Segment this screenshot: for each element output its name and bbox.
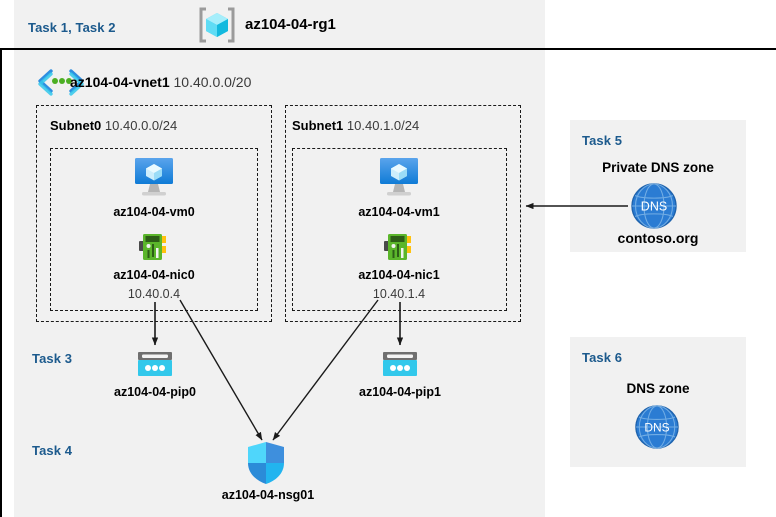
public-ip-label-1: az104-04-pip1 [359,385,441,399]
dns-icon-text: DNS [641,200,667,214]
dns-icon-text: DNS [644,420,669,434]
task-label-rg: Task 1, Task 2 [28,20,116,35]
private-dns-zone-name: contoso.org [617,230,699,246]
public-ip-label-0: az104-04-pip0 [114,385,196,399]
dns-zone-icon: DNS [634,404,680,450]
nic-label-1: az104-04-nic1 [358,268,440,282]
private-dns-zone-heading: Private DNS zone [602,160,714,175]
subnet-prefix-1: 10.40.1.0/24 [346,118,420,133]
network-interface-icon [384,232,414,264]
task-label-nsg: Task 4 [32,443,73,458]
dns-zone-heading: DNS zone [626,381,690,396]
task-label-dns: Task 6 [582,350,623,365]
vm-label-0: az104-04-vm0 [113,205,195,219]
nic-ip-1: 10.40.1.4 [372,287,426,301]
virtual-network-icon [36,68,86,96]
subnet-inner-box-0 [50,148,258,311]
network-security-group-icon [246,441,286,485]
nic-label-0: az104-04-nic0 [113,268,195,282]
subnet-prefix-0: 10.40.0.0/24 [104,118,178,133]
resource-group-name: az104-04-rg1 [245,16,336,33]
subnet-box-1 [285,105,521,322]
subnet-title-0: Subnet0 10.40.0.0/24 [50,118,177,133]
public-ip-address-icon [136,350,174,380]
network-interface-icon [139,232,169,264]
public-ip-panel [22,337,538,415]
vnet-address-space: 10.40.0.0/20 [173,74,252,90]
subnet-name-0: Subnet0 [50,118,102,133]
vnet-name: az104-04-vnet1 [70,74,170,90]
virtual-machine-icon [132,156,176,198]
subnet-box-0 [36,105,272,322]
virtual-machine-icon [377,156,421,198]
task-label-private-dns: Task 5 [582,133,623,148]
dns-zone-icon: DNS [630,182,678,230]
task-label-public-ip: Task 3 [32,351,73,366]
resource-group-icon [197,7,237,43]
vnet-title: az104-04-vnet1 10.40.0.0/20 [70,74,251,90]
public-ip-address-icon [381,350,419,380]
vnet-panel [22,58,538,323]
vm-label-1: az104-04-vm1 [358,205,440,219]
nic-ip-0: 10.40.0.4 [127,287,181,301]
subnet-title-1: Subnet1 10.40.1.0/24 [292,118,419,133]
subnet-name-1: Subnet1 [292,118,344,133]
nsg-label: az104-04-nsg01 [221,488,315,502]
